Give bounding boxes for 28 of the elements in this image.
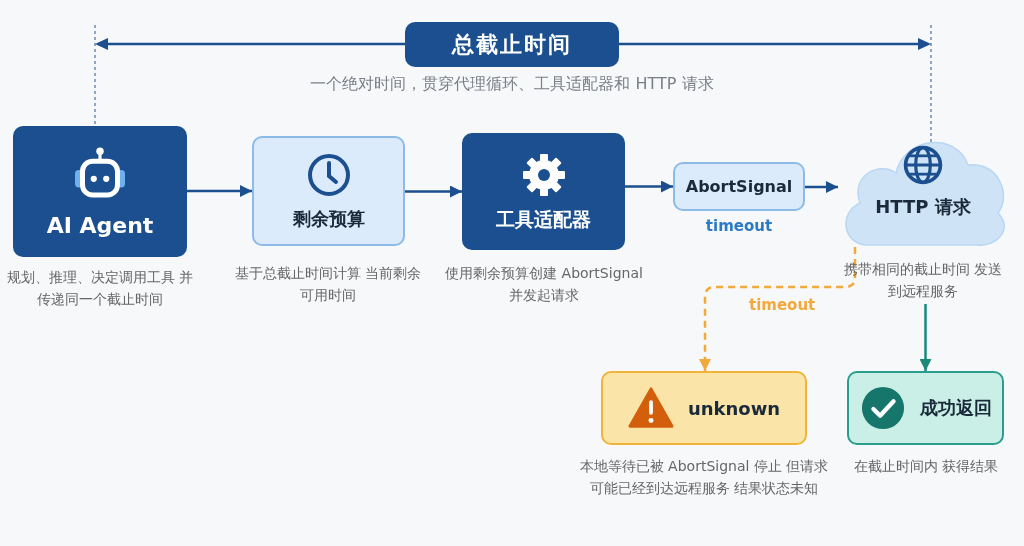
arrow: [625, 180, 673, 193]
arrow: [405, 185, 462, 198]
title-banner: 总截止时间: [405, 22, 619, 67]
status-box: [847, 371, 1004, 445]
node-label: HTTP 请求: [875, 195, 971, 219]
process-box: [462, 133, 625, 250]
agent-box: [13, 126, 187, 257]
timeout-label: timeout: [704, 216, 774, 237]
description: 基于总截止时间计算 当前剩余可用时间: [233, 264, 423, 305]
description: 在截止时间内 获得结果: [852, 457, 1000, 476]
node-label: unknown: [687, 397, 781, 419]
node-label: 成功返回: [919, 396, 992, 420]
description: 使用剩余预算创建 AbortSignal 并发起请求: [444, 264, 644, 305]
node-label: 剩余预算: [292, 207, 365, 231]
node-label: AI Agent: [46, 213, 154, 238]
process-box: [252, 136, 405, 246]
arrow: [187, 185, 252, 197]
arrow: [805, 181, 838, 193]
arrow: [919, 304, 932, 371]
signal-box: [673, 162, 805, 211]
subtitle: 一个绝对时间，贯穿代理循环、工具适配器和 HTTP 请求: [309, 73, 715, 95]
status-box: [601, 371, 807, 445]
description: 规划、推理、决定调用工具 并传递同一个截止时间: [5, 268, 195, 309]
arrow: [699, 247, 857, 371]
description: 本地等待已被 AbortSignal 停止 但请求可能已经到达远程服务 结果状态未知: [578, 457, 830, 498]
node-label: AbortSignal: [685, 177, 793, 196]
description: 携带相同的截止时间 发送到远程服务: [842, 260, 1004, 301]
node-label: 工具适配器: [496, 206, 591, 232]
